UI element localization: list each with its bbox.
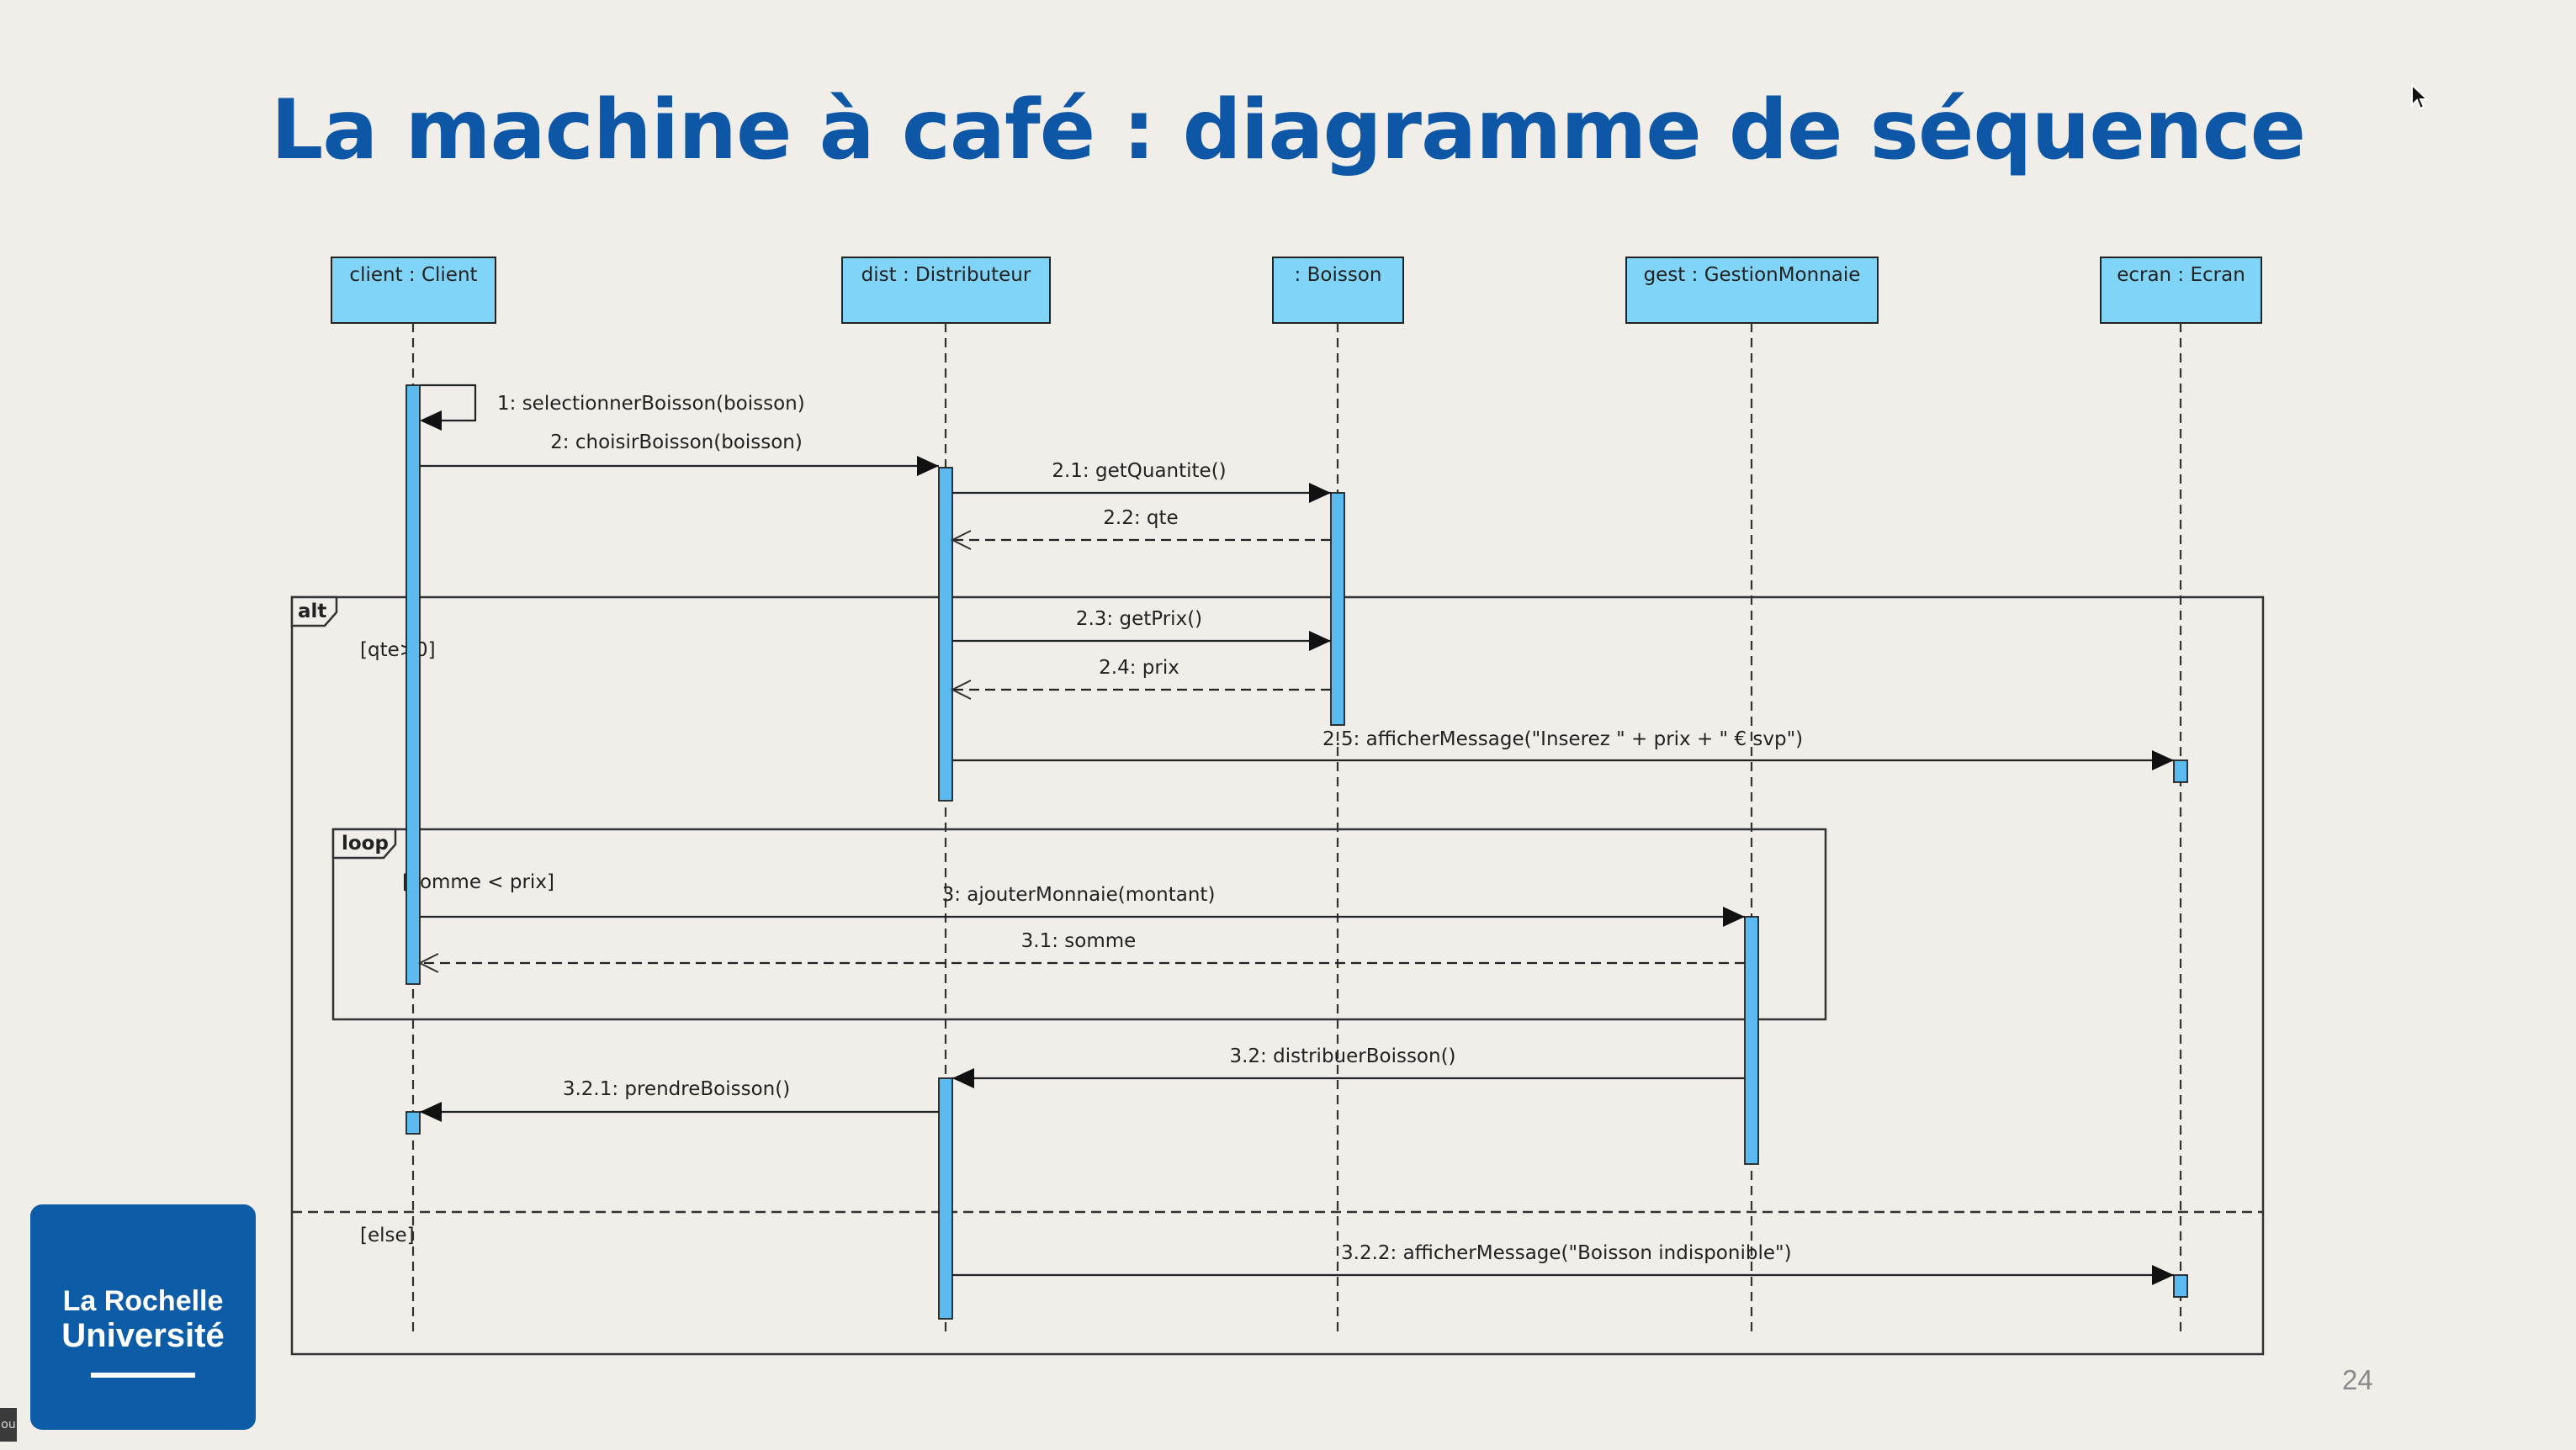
alt-else-guard-label: [else] [360,1225,415,1246]
message-arrowhead [2152,750,2174,770]
alt-fragment-frame [290,595,2265,1356]
message-label: 3.2.2: afficherMessage("Boisson indispon… [1341,1242,1792,1264]
message-arrowhead-self [420,410,442,431]
alt-guard-label: [qte>0] [360,639,436,661]
loop-fragment-frame [331,828,1827,1021]
slide-title: La machine à café : diagramme de séquenc… [270,82,2306,178]
message-label: 2: choisirBoisson(boisson) [550,431,803,453]
activation-bar-ecran [2173,1274,2188,1298]
logo-line-1: La Rochelle [62,1285,224,1317]
return-arrowhead [950,680,972,700]
activation-bar-client [405,1111,421,1135]
lifeline-box-boisson [1272,257,1404,324]
return-arrowhead [950,530,972,550]
message-arrowhead [917,456,939,476]
lifeline-label-dist: dist : Distributeur [861,264,1031,286]
loop-operator-label: loop [342,833,389,855]
lifeline-label-ecran: ecran : Ecran [2117,264,2245,286]
lifeline-box-ecran [2100,257,2262,324]
message-label: 2.1: getQuantite() [1052,460,1226,482]
message-label: 2.5: afficherMessage("Inserez " + prix +… [1322,728,1803,750]
logo-line-2: Université [61,1317,225,1354]
activation-bar-client [405,384,421,985]
message-label: 3.2.1: prendreBoisson() [563,1078,790,1100]
lifeline-box-dist [841,257,1051,324]
message-arrowhead [1723,907,1745,927]
message-arrowhead [420,1102,442,1122]
message-label: 2.4: prix [1099,657,1179,679]
message-label: 1: selectionnerBoisson(boisson) [497,393,805,415]
return-arrowhead [417,953,439,973]
message-arrowhead [2152,1265,2174,1285]
activation-bar-gest [1744,916,1759,1165]
alt-fragment-tab [290,595,338,627]
loop-guard-label: [somme < prix] [402,871,554,893]
message-arrowhead [1309,483,1331,503]
message-label: 3.1: somme [1021,930,1137,952]
message-label: 2.3: getPrix() [1076,608,1202,630]
lifeline-box-client [331,257,496,324]
message-label: 2.2: qte [1103,507,1178,529]
activation-bar-dist [938,467,953,802]
message-label: 3.2: distribuerBoisson() [1229,1045,1455,1067]
university-logo: La Rochelle Université [30,1204,256,1430]
activation-bar-ecran [2173,759,2188,783]
lifeline-label-client: client : Client [349,264,477,286]
corner-badge: ou [0,1408,17,1442]
activation-bar-dist [938,1077,953,1320]
message-arrow-self [420,384,477,422]
message-label: 3: ajouterMonnaie(montant) [942,884,1216,906]
logo-underline [91,1373,195,1378]
lifeline-label-boisson: : Boisson [1295,264,1382,286]
alt-operator-label: alt [298,601,326,622]
lifeline-label-gest: gest : GestionMonnaie [1644,264,1861,286]
page-number: 24 [2342,1364,2373,1395]
activation-bar-boisson [1330,492,1345,726]
cursor-arrow-icon [2411,84,2430,110]
loop-fragment-tab [331,828,397,860]
message-arrowhead [1309,631,1331,651]
message-arrowhead [952,1068,974,1088]
